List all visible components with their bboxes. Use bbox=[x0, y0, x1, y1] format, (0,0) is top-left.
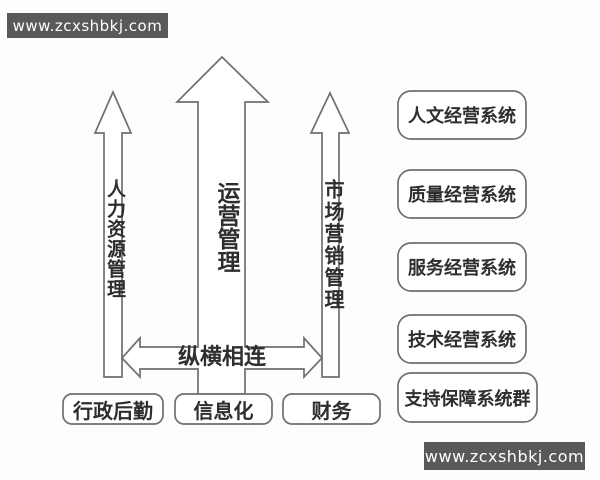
watermark-bottom-right: www.zcxshbkj.com bbox=[424, 442, 585, 470]
right-up-arrow-shape bbox=[309, 91, 351, 378]
finance-box-shape bbox=[282, 393, 381, 425]
left-up-arrow-shape bbox=[93, 89, 133, 378]
center-arrow-label: 运营管理 bbox=[213, 181, 239, 273]
service-system-box-label: 服务经营系统 bbox=[408, 258, 516, 279]
service-system-box-shape bbox=[397, 242, 527, 292]
finance-box-label: 财务 bbox=[311, 398, 352, 423]
humanistic-system-box-label: 人文经营系统 bbox=[408, 106, 516, 127]
quality-system-box-shape bbox=[397, 169, 527, 219]
informatization-box-shape bbox=[174, 393, 273, 425]
horizontal-arrow-label: 纵横相连 bbox=[177, 345, 266, 370]
admin-logistics-box-label: 行政后勤 bbox=[73, 398, 153, 423]
support-system-box-shape bbox=[397, 372, 538, 423]
quality-system-box-label: 质量经营系统 bbox=[408, 185, 516, 206]
technology-system-box-label: 技术经营系统 bbox=[408, 330, 516, 351]
support-system-box-label: 支持保障系统群 bbox=[404, 388, 531, 410]
informatization-box-label: 信息化 bbox=[193, 398, 254, 423]
left-arrow-label: 人力资源管理 bbox=[104, 179, 126, 299]
right-arrow-label: 市场营销管理 bbox=[321, 179, 345, 311]
admin-logistics-box-shape bbox=[62, 393, 164, 425]
watermark-top-left: www.zcxshbkj.com bbox=[7, 13, 168, 38]
technology-system-box-shape bbox=[397, 314, 527, 364]
humanistic-system-box-shape bbox=[397, 90, 527, 140]
